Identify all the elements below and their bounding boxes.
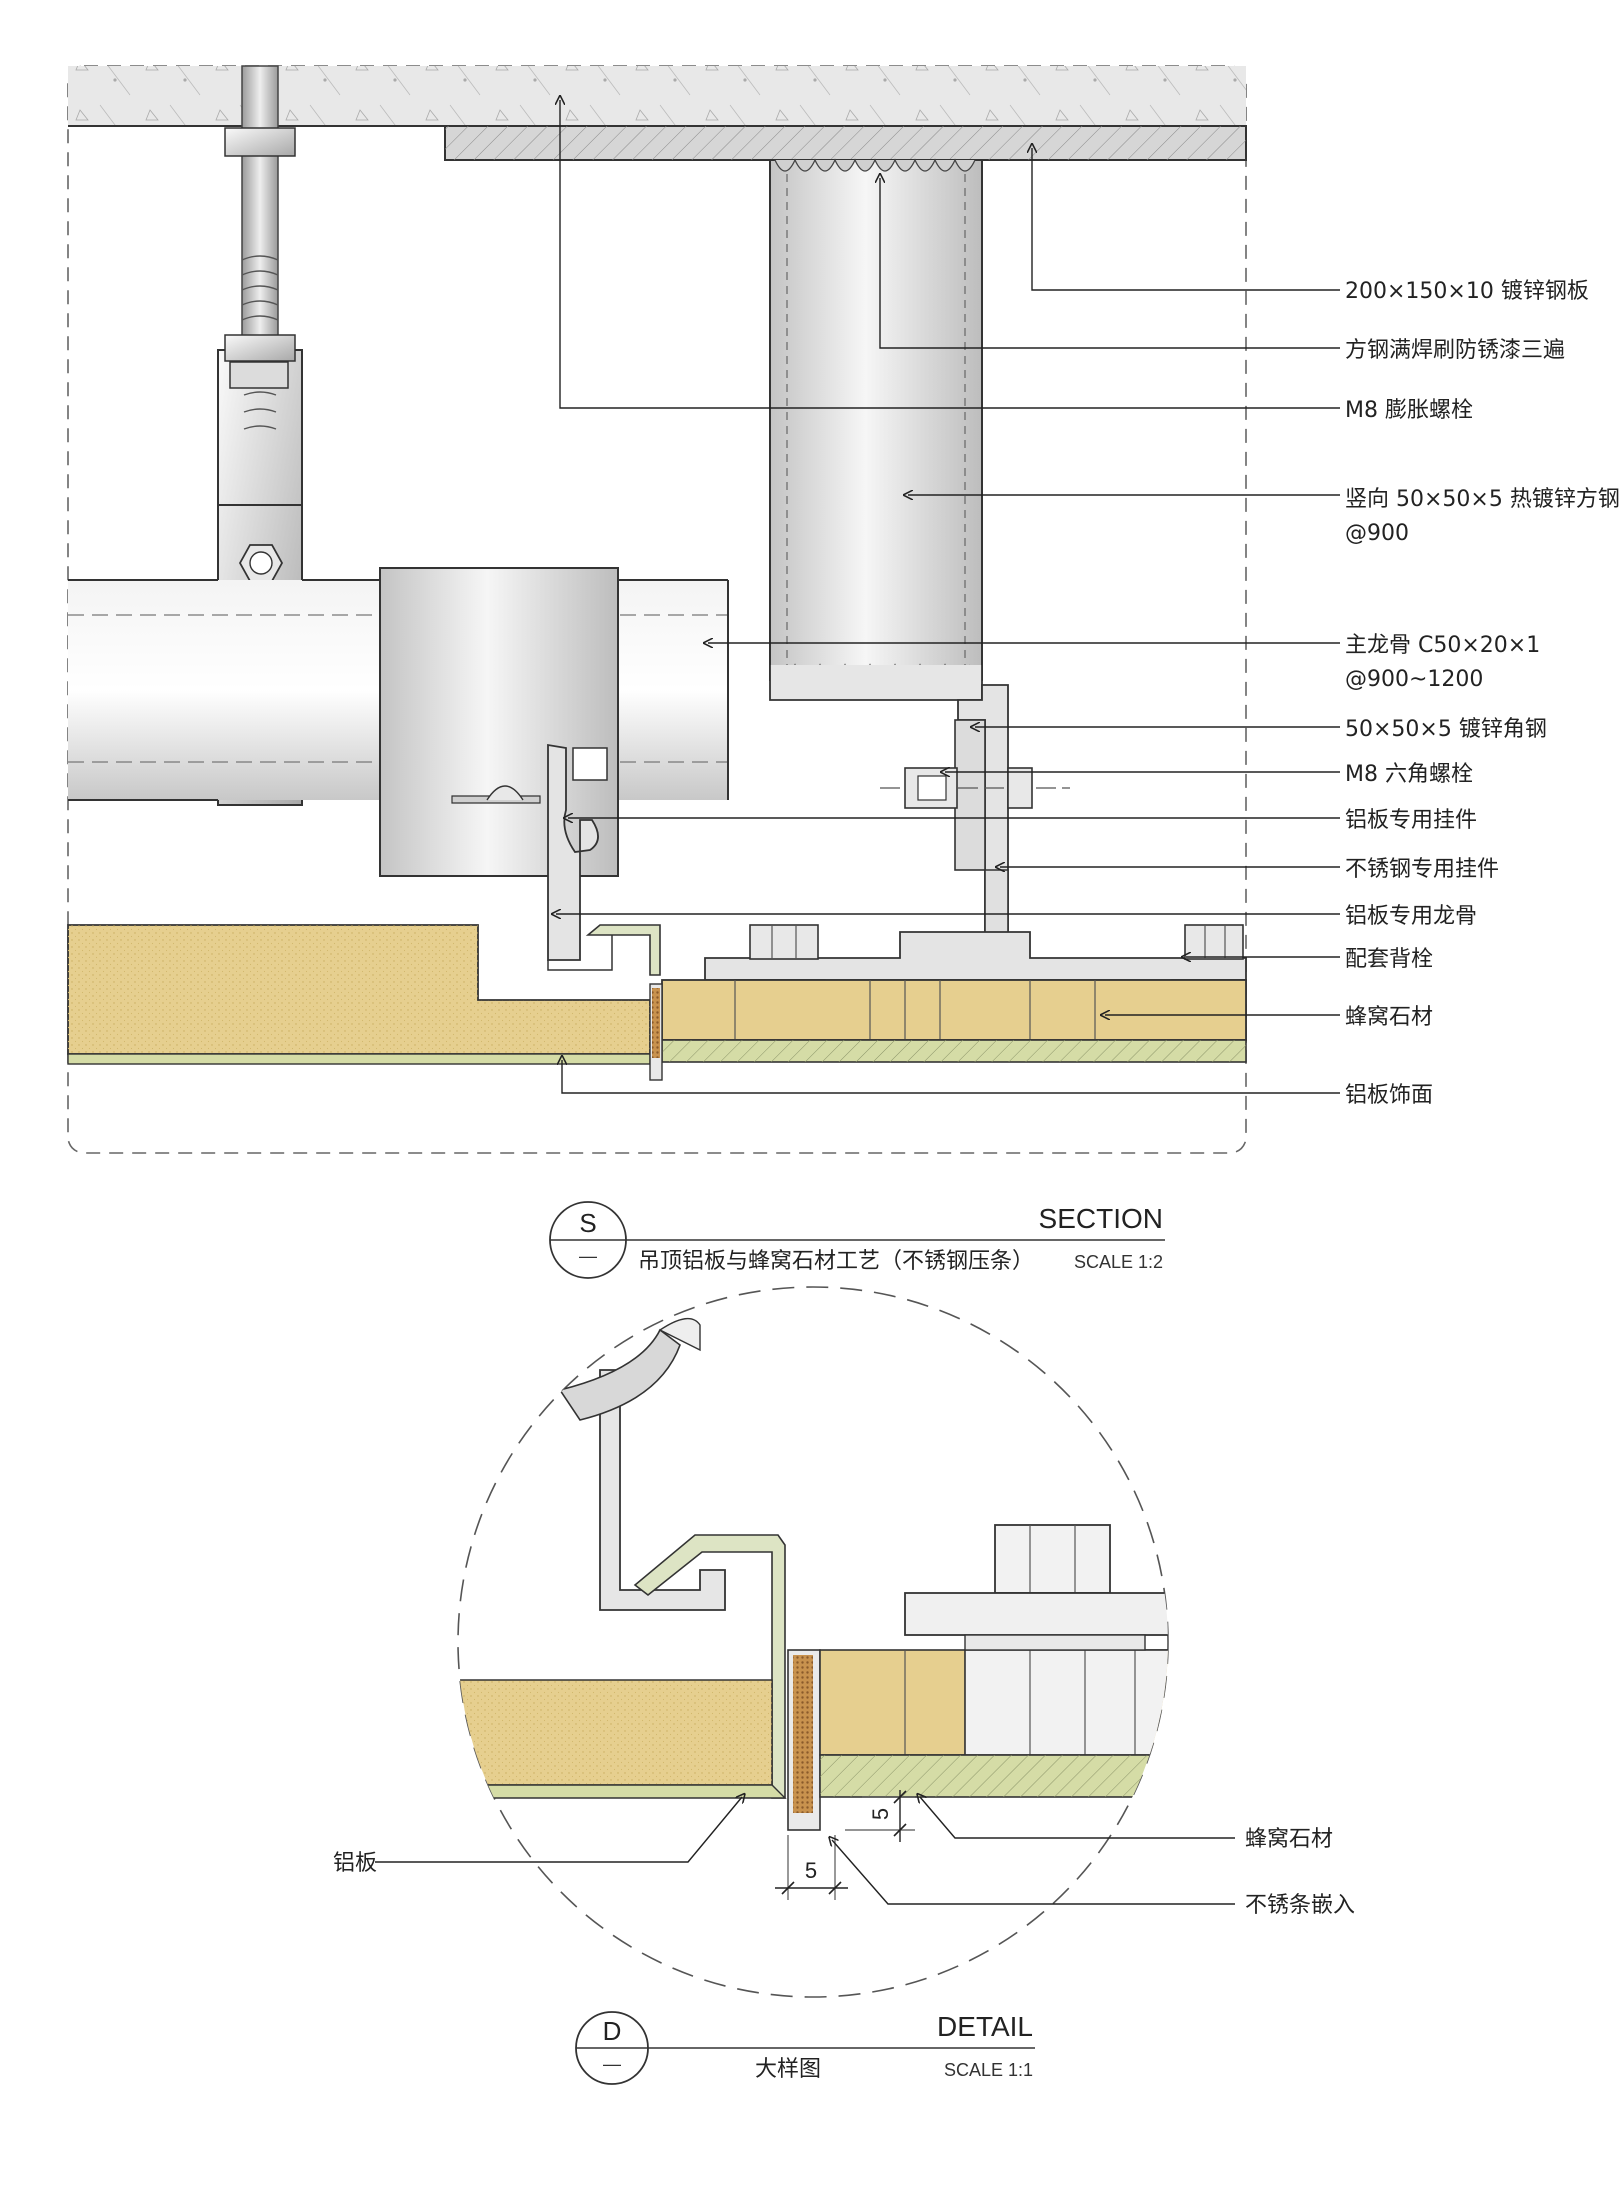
label-aluminum: 铝板 (333, 1851, 377, 1876)
detail-leaders (375, 1797, 1235, 1905)
section-leaders (556, 100, 1340, 1094)
label-main-keel: 主龙骨 C50×20×1 (1345, 633, 1540, 658)
weld-bead-top (774, 158, 976, 172)
label-stainless-strip: 不锈条嵌入 (1245, 1893, 1355, 1918)
section-title-block: S — SECTION 吊顶铝板与蜂窝石材工艺（不锈钢压条） SCALE 1:2 (549, 1201, 1165, 1279)
detail-title-block: D — DETAIL 大样图 SCALE 1:1 (575, 2011, 1035, 2085)
detail-circle (457, 1286, 1169, 1998)
detail-bolt-head (994, 1524, 1111, 1594)
angle-bracket-plate (954, 719, 986, 871)
detail-title-code: D (603, 2016, 622, 2046)
label-aluminum-hanger: 铝板专用挂件 (1345, 808, 1477, 833)
section-title-sub: — (579, 1246, 597, 1266)
label-stainless-hanger: 不锈钢专用挂件 (1345, 857, 1499, 882)
label-main-keel-spacing: @900~1200 (1345, 667, 1483, 692)
section-view: 200×150×10 镀锌钢板 方钢满焊刷防锈漆三遍 M8 膨胀螺栓 竖向 50… (67, 65, 1620, 1279)
hanger-rod (241, 65, 279, 367)
detail-base-plate (904, 1592, 1168, 1636)
detail-title-scale: SCALE 1:1 (944, 2060, 1033, 2080)
aluminum-keel (585, 924, 661, 976)
channel-sleeve (379, 567, 619, 877)
label-honeycomb-stone: 蜂窝石材 (1345, 1005, 1433, 1030)
detail-view: 5 5 铝板 蜂窝石材 不锈条嵌入 D — DETAIL 大样图 SCALE 1… (333, 1286, 1355, 2085)
rod-thread (241, 255, 279, 321)
dim-vertical: 5 (868, 1808, 893, 1820)
dim-horizontal: 5 (805, 1858, 817, 1883)
label-weld-paint: 方钢满焊刷防锈漆三遍 (1345, 338, 1565, 363)
label-hex-bolt: M8 六角螺栓 (1345, 762, 1473, 787)
detail-title-name: 大样图 (755, 2057, 821, 2082)
section-title-type: SECTION (1039, 1203, 1163, 1234)
hanger-nut-top (224, 127, 296, 157)
detail-title-sub: — (603, 2054, 621, 2074)
detail-title-type: DETAIL (937, 2011, 1033, 2042)
label-aluminum-facing: 铝板饰面 (1345, 1083, 1433, 1108)
honeycomb-stone (661, 979, 1247, 1041)
vertical-square-tube (769, 159, 983, 681)
label-angle-steel: 50×50×5 镀锌角钢 (1345, 717, 1547, 742)
label-back-bolt: 配套背栓 (1345, 947, 1433, 972)
section-title-scale: SCALE 1:2 (1074, 1252, 1163, 1272)
section-title-name: 吊顶铝板与蜂窝石材工艺（不锈钢压条） (638, 1249, 1034, 1274)
label-vertical-tube: 竖向 50×50×5 热镀锌方钢 (1345, 487, 1620, 512)
label-vertical-tube-spacing: @900 (1345, 521, 1409, 546)
label-steel-plate: 200×150×10 镀锌钢板 (1345, 279, 1589, 304)
label-aluminum-keel: 铝板专用龙骨 (1345, 904, 1477, 929)
section-title-code: S (579, 1208, 596, 1238)
detail-dimensions: 5 5 (775, 1790, 915, 1900)
label-detail-honeycomb: 蜂窝石材 (1245, 1827, 1333, 1852)
label-expansion-bolt: M8 膨胀螺栓 (1345, 398, 1473, 423)
